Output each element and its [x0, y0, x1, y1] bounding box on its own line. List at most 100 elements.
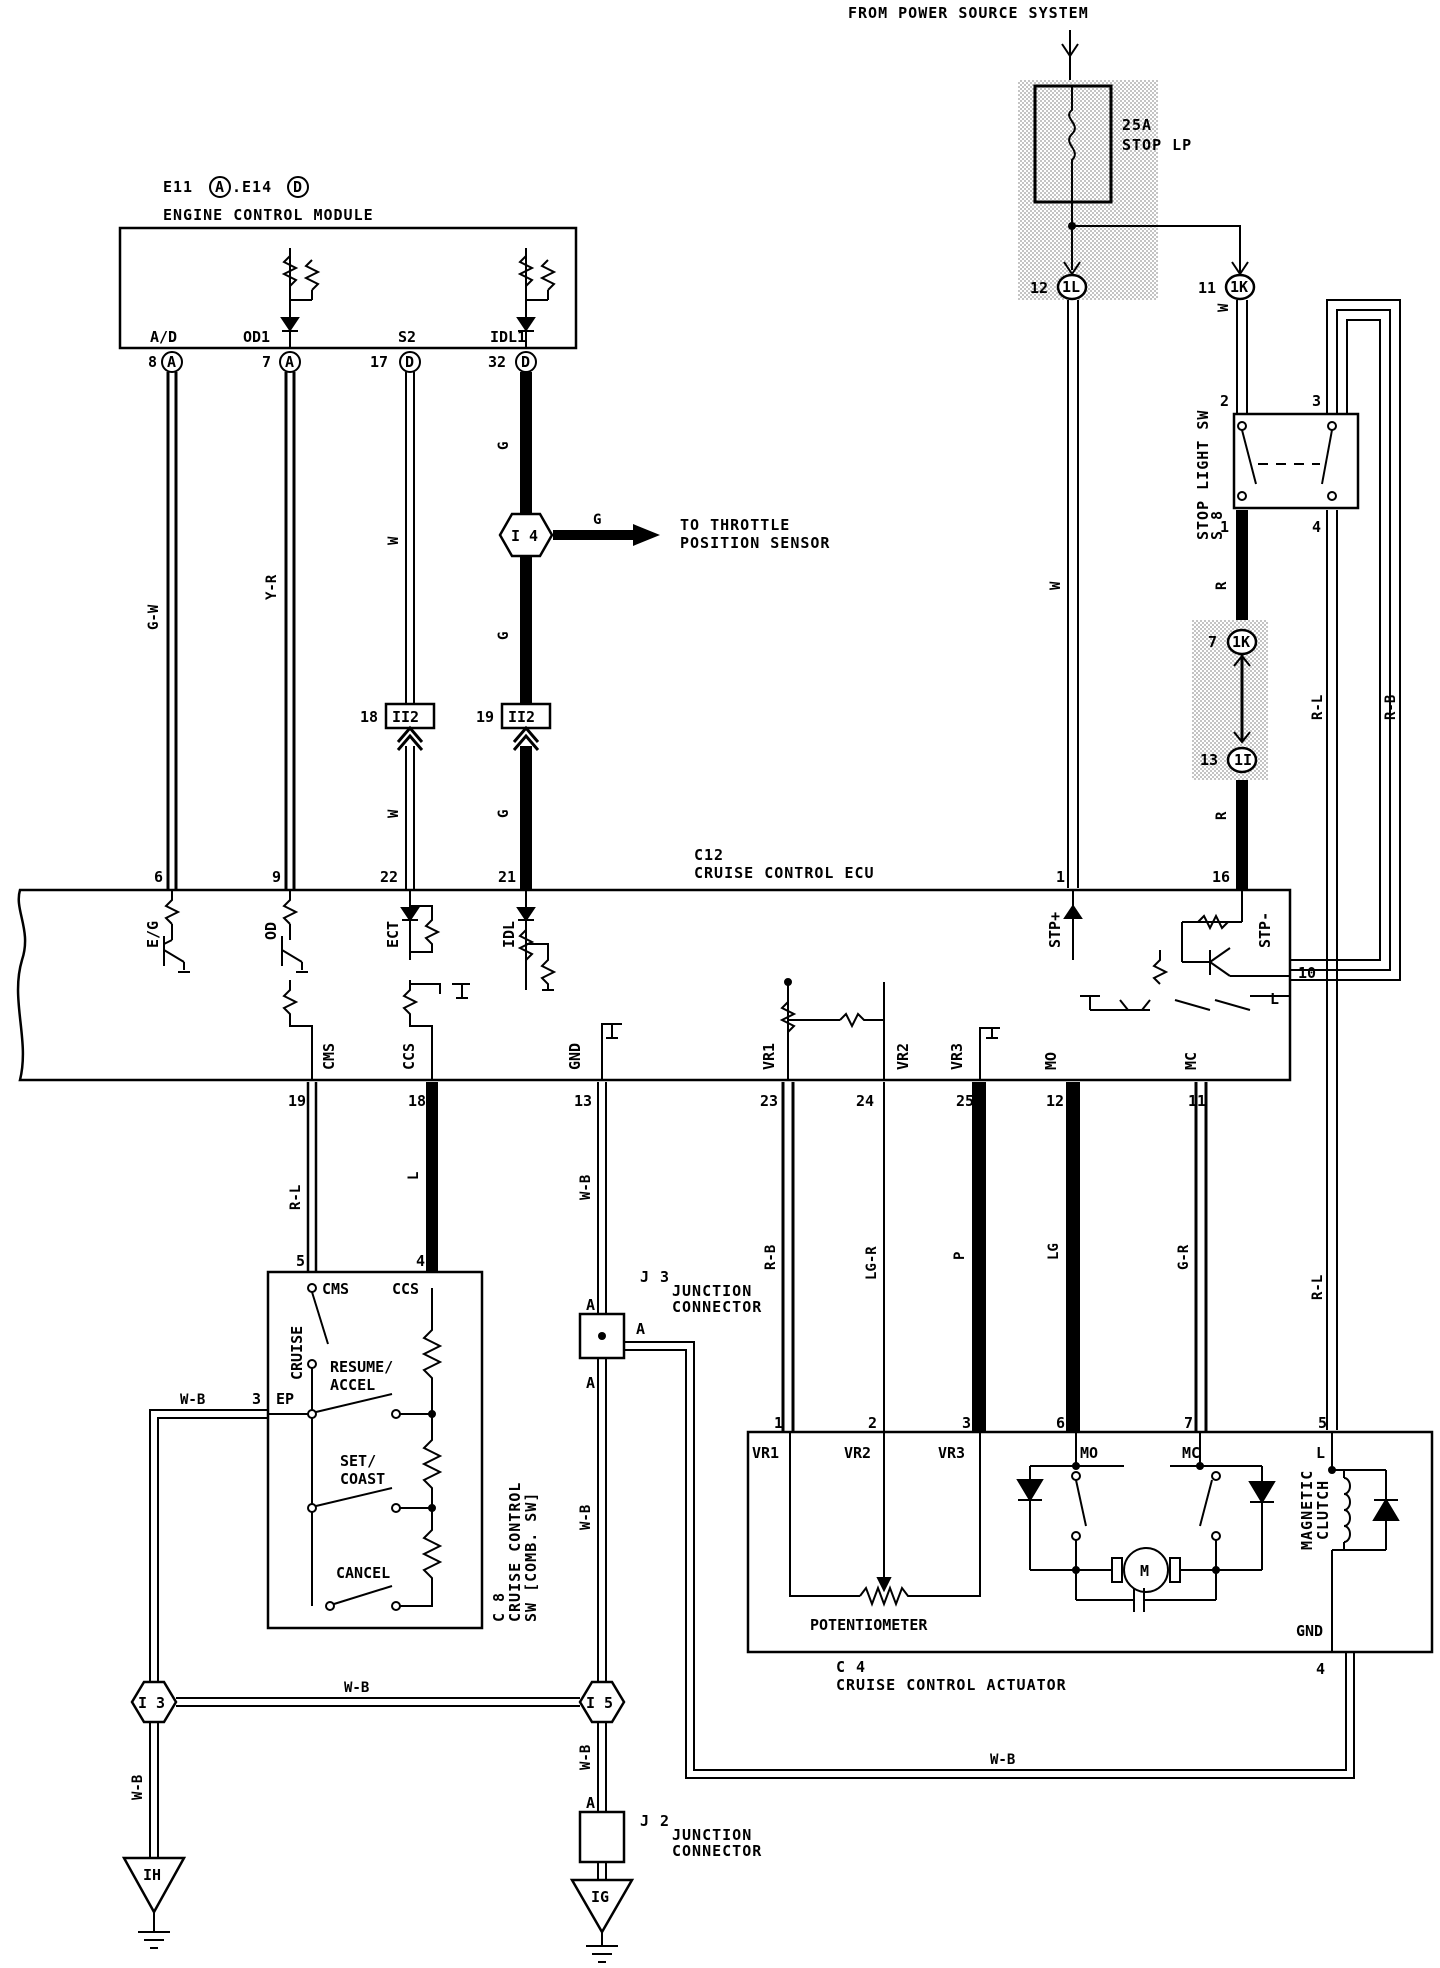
svg-text:STP-: STP- [1256, 912, 1274, 948]
svg-text:II2: II2 [508, 708, 535, 726]
svg-text:CRUISE CONTROL ACTUATOR: CRUISE CONTROL ACTUATOR [836, 1676, 1067, 1694]
svg-text:6: 6 [154, 868, 163, 886]
connector-i5 [578, 1680, 626, 1724]
svg-text:18: 18 [360, 708, 378, 726]
svg-text:1: 1 [1056, 868, 1065, 886]
svg-text:22: 22 [380, 868, 398, 886]
svg-text:C 4: C 4 [836, 1658, 866, 1676]
svg-text:ECT: ECT [384, 921, 402, 948]
svg-text:G-R: G-R [1176, 1244, 1192, 1270]
svg-text:GND: GND [566, 1043, 584, 1070]
svg-text:A: A [215, 178, 224, 196]
svg-text:G: G [496, 632, 512, 640]
svg-text:VR1: VR1 [752, 1444, 779, 1462]
svg-text:7: 7 [1208, 633, 1217, 651]
svg-text:1K: 1K [1230, 278, 1248, 296]
ground-ih-icon [121, 1856, 187, 1915]
potentiometer-icon [789, 1432, 981, 1607]
svg-text:W: W [386, 536, 402, 545]
connector-1L-top [1056, 273, 1088, 301]
svg-text:R-B: R-B [1383, 695, 1399, 720]
svg-text:W: W [386, 809, 402, 818]
ecm-title: ENGINE CONTROL MODULE [163, 206, 374, 224]
svg-text:D: D [405, 353, 414, 371]
svg-text:MC: MC [1182, 1052, 1200, 1070]
svg-text:2: 2 [1220, 392, 1229, 410]
svg-text:5: 5 [296, 1252, 305, 1270]
wire-j3-actuator-gnd [624, 1341, 1355, 1779]
throttle-label-1: TO THROTTLE [680, 516, 790, 534]
fuse-name: STOP LP [1122, 136, 1192, 154]
fuse-branch [1072, 225, 1241, 274]
svg-text:VR3: VR3 [938, 1444, 965, 1462]
wire-vr1-rb [781, 1082, 795, 1432]
svg-text:A: A [167, 353, 176, 371]
svg-text:D: D [521, 353, 530, 371]
svg-text:R-L: R-L [288, 1185, 304, 1210]
svg-text:R: R [1214, 581, 1230, 590]
svg-text:W-B: W-B [578, 1745, 594, 1770]
wire-mo-lg [1066, 1082, 1080, 1432]
wire-cms-rl [306, 1082, 318, 1272]
svg-text:SET/: SET/ [340, 1452, 376, 1470]
ecm-box [118, 226, 578, 350]
svg-text:ACCEL: ACCEL [330, 1376, 375, 1394]
svg-text:CONNECTOR: CONNECTOR [672, 1842, 762, 1860]
throttle-arrow [633, 524, 660, 546]
ecu-box [16, 888, 1292, 1082]
ecm-terminal-s2: S2 17 D [370, 328, 421, 373]
ecu-ref: C12 [694, 846, 724, 864]
svg-text:CANCEL: CANCEL [336, 1564, 390, 1582]
ecm-terminal-idl1: IDL1 32 D [488, 328, 537, 373]
svg-text:25: 25 [956, 1092, 974, 1110]
svg-text:A: A [285, 353, 294, 371]
svg-text:23: 23 [760, 1092, 778, 1110]
wire-od-yr [284, 372, 296, 890]
svg-text:JUNCTION: JUNCTION [672, 1282, 752, 1300]
svg-text:W-B: W-B [180, 1392, 205, 1408]
svg-text:1I: 1I [1234, 751, 1252, 769]
svg-text:VR3: VR3 [948, 1043, 966, 1070]
svg-text:OD1: OD1 [243, 328, 270, 346]
wire-rb-loop [1290, 299, 1401, 981]
cruise-switch-label: C 8 CRUISE CONTROL SW [COMB. SW] [490, 1482, 540, 1622]
svg-text:13: 13 [574, 1092, 592, 1110]
connector-1I [1226, 746, 1258, 774]
svg-text:W-B: W-B [578, 1175, 594, 1200]
ecu-title: CRUISE CONTROL ECU [694, 864, 875, 882]
svg-text:8: 8 [148, 353, 157, 371]
wire-i5-j2 [597, 1722, 607, 1812]
svg-text:W-B: W-B [990, 1752, 1015, 1768]
svg-text:.E14: .E14 [232, 178, 272, 196]
svg-text:MC: MC [1182, 1444, 1200, 1462]
svg-text:G: G [593, 512, 601, 528]
ground-ig-symbol [586, 1932, 618, 1963]
svg-text:3: 3 [252, 1390, 261, 1408]
svg-text:G: G [496, 442, 512, 450]
stop-switch-contacts [1237, 421, 1337, 501]
svg-text:R-L: R-L [1310, 1275, 1326, 1300]
connector-1K-top [1224, 273, 1256, 301]
svg-text:VR2: VR2 [844, 1444, 871, 1462]
svg-text:21: 21 [498, 868, 516, 886]
stop-light-switch [1232, 412, 1360, 510]
wire-mc-gr [1194, 1082, 1208, 1432]
svg-text:CRUISE: CRUISE [288, 1326, 306, 1380]
svg-text:JUNCTION: JUNCTION [672, 1826, 752, 1844]
svg-text:G-W: G-W [146, 604, 162, 630]
svg-text:G: G [496, 810, 512, 818]
stop-switch-label: S 8 STOP LIGHT SW [1194, 410, 1226, 540]
svg-text:I 4: I 4 [511, 527, 538, 545]
fuse-block-shade [1018, 80, 1158, 300]
svg-text:18: 18 [408, 1092, 426, 1110]
svg-text:W-B: W-B [578, 1505, 594, 1530]
j2-connector [578, 1810, 626, 1864]
power-arrow [1061, 30, 1079, 82]
svg-text:4: 4 [416, 1252, 425, 1270]
svg-text:2: 2 [868, 1414, 877, 1432]
ecm-ref: E11 A .E14 D [163, 176, 309, 198]
svg-text:13: 13 [1200, 751, 1218, 769]
svg-text:1K: 1K [1232, 633, 1250, 651]
svg-text:19: 19 [476, 708, 494, 726]
svg-text:CCS: CCS [392, 1280, 419, 1298]
